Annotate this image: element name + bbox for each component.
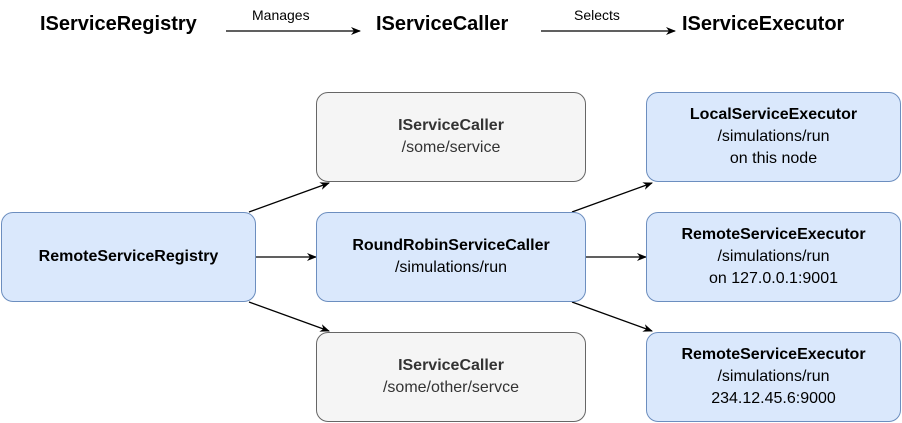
local-service-executor-path: /simulations/run (717, 128, 830, 145)
selects-label: Selects (574, 7, 620, 23)
round-robin-to-remote-executor-2-arrow (571, 301, 653, 332)
remote-service-executor-1-title: RemoteServiceExecutor (681, 226, 866, 243)
local-service-executor-node: LocalServiceExecutor /simulations/run on… (646, 92, 901, 182)
manages-label: Manages (252, 7, 310, 23)
remote-service-executor-2-node: RemoteServiceExecutor /simulations/run 2… (646, 332, 901, 422)
registry-to-caller-other-arrow (248, 301, 330, 332)
remote-service-registry-node: RemoteServiceRegistry (1, 212, 256, 302)
remote-service-executor-2-path: /simulations/run (717, 368, 830, 385)
caller-some-service-node: IServiceCaller /some/service (316, 92, 586, 182)
round-robin-service-caller-title: RoundRobinServiceCaller (352, 237, 550, 254)
remote-service-executor-2-title: RemoteServiceExecutor (681, 346, 866, 363)
remote-service-registry-title: RemoteServiceRegistry (38, 248, 219, 265)
caller-other-service-path: /some/other/servce (382, 379, 520, 396)
round-robin-service-caller-path: /simulations/run (394, 259, 508, 276)
local-service-executor-location: on this node (729, 150, 818, 167)
header-executor-label: IServiceExecutor (682, 13, 845, 35)
remote-service-executor-1-node: RemoteServiceExecutor /simulations/run o… (646, 212, 901, 302)
header-registry-label: IServiceRegistry (40, 13, 197, 35)
remote-service-executor-1-location: on 127.0.0.1:9001 (708, 270, 838, 287)
caller-other-service-title: IServiceCaller (398, 357, 504, 374)
local-service-executor-title: LocalServiceExecutor (689, 106, 858, 123)
round-robin-service-caller-node: RoundRobinServiceCaller /simulations/run (316, 212, 586, 302)
remote-service-executor-2-location: 234.12.45.6:9000 (711, 390, 836, 407)
remote-service-executor-1-path: /simulations/run (717, 248, 830, 265)
round-robin-to-local-executor-arrow (571, 182, 653, 213)
header-caller-label: IServiceCaller (376, 13, 509, 35)
caller-some-service-title: IServiceCaller (398, 117, 504, 134)
caller-other-service-node: IServiceCaller /some/other/servce (316, 332, 586, 422)
caller-some-service-path: /some/service (401, 139, 501, 156)
registry-to-caller-some-service-arrow (248, 182, 330, 213)
